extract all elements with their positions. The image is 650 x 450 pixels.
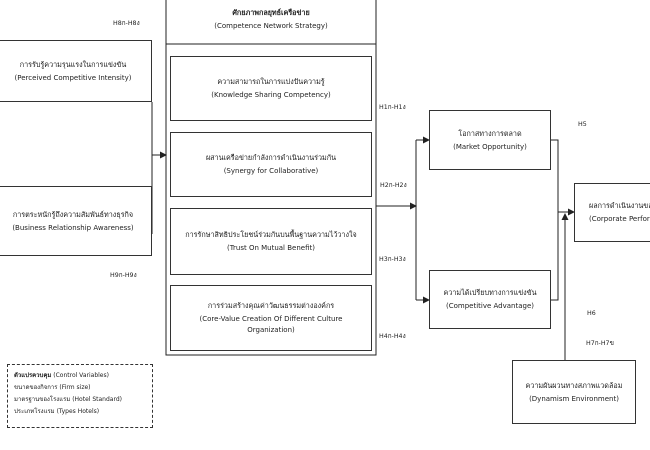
outcome-box-en: (Market Opportunity) (453, 142, 527, 151)
outcome-box-th: ความได้เปรียบทางการแข่งขัน (443, 288, 537, 298)
control-item-th: ประเภทโรงแรม (14, 408, 55, 415)
performance-th: ผลการดำเนินงานขอ (589, 201, 650, 211)
strategy-title-block: ศักยภาพกลยุทธ์เครือข่าย (Competence Netw… (166, 0, 376, 44)
left-box-en: (Perceived Competitive Intensity) (14, 73, 132, 82)
strategy-box-knowledge: ความสามารถในการแบ่งปันความรู้ (Knowledge… (170, 56, 372, 121)
strategy-box-en-line2: Organization) (247, 326, 295, 334)
left-box-en: (Business Relationship Awareness) (12, 223, 134, 232)
strategy-box-en: (Core-Value Creation Of Different Cultur… (199, 315, 343, 324)
hypothesis-label: H7ก-H7ข (586, 340, 614, 347)
strategy-box-en: (Knowledge Sharing Competency) (211, 91, 331, 100)
strategy-title-en: (Competence Network Strategy) (214, 21, 328, 30)
control-item: ประเภทโรงแรม (Types Hotels) (14, 406, 146, 418)
strategy-box-th: ความสามารถในการแบ่งปันความรู้ (217, 77, 325, 87)
hypothesis-label: H4ก-H4ง (379, 333, 406, 340)
hypothesis-label: H8ก-H8ง (113, 20, 140, 27)
control-title-en: (Control Variables) (53, 372, 109, 379)
hypothesis-label: H5 (578, 121, 587, 128)
hypothesis-label: H2ก-H2ง (380, 182, 407, 189)
control-variables-box: ตัวแปรควบคุม (Control Variables) ขนาดของ… (7, 364, 153, 428)
control-item-en: (Firm size) (59, 384, 91, 391)
left-box-th: การรับรู้ความรุนแรงในการแข่งขัน (19, 59, 127, 69)
outcome-box-en: (Competitive Advantage) (445, 302, 535, 311)
hypothesis-label: H9ก-H9ง (110, 272, 137, 279)
environment-en: (Dynamism Environment) (529, 394, 619, 403)
strategy-outer-frame (165, 0, 377, 356)
control-item-th: ขนาดของกิจการ (14, 384, 58, 391)
left-box-competitive: การรับรู้ความรุนแรงในการแข่งขัน (Perceiv… (0, 40, 152, 102)
hypothesis-label: H3ก-H3ง (379, 256, 406, 263)
outcome-right-bracket (551, 139, 559, 301)
strategy-box-corevalue: การร่วมสร้างคุณค่าวัฒนธรรมต่างองค์กร (Co… (170, 285, 372, 351)
strategy-title-th: ศักยภาพกลยุทธ์เครือข่าย (232, 7, 310, 17)
strategy-box-en: (Synergy for Collaborative) (223, 167, 319, 176)
strategy-box-trust: การรักษาสิทธิประโยชน์ร่วมกันบนพื้นฐานควา… (170, 208, 372, 275)
control-item-en: (Hotel Standard) (72, 396, 122, 403)
outcome-box-market: โอกาสทางการตลาด (Market Opportunity) (429, 110, 551, 170)
strategy-box-th: ผสานเครือข่ายกำลังการดำเนินงานร่วมกัน (205, 153, 337, 163)
control-item-en: (Types Hotels) (56, 408, 100, 415)
strategy-box-th: การรักษาสิทธิประโยชน์ร่วมกันบนพื้นฐานควา… (185, 230, 357, 240)
strategy-box-en: (Trust On Mutual Benefit) (227, 244, 315, 253)
environment-box: ความผันผวนทางสภาพแวดล้อม (Dynamism Envir… (512, 360, 636, 424)
outcome-box-advantage: ความได้เปรียบทางการแข่งขัน (Competitive … (429, 270, 551, 329)
hypothesis-label: H1ก-H1ง (379, 104, 406, 111)
strategy-box-th: การร่วมสร้างคุณค่าวัฒนธรรมต่างองค์กร (207, 301, 335, 311)
control-title-th: ตัวแปรควบคุม (14, 372, 52, 379)
control-item: ขนาดของกิจการ (Firm size) (14, 382, 146, 394)
control-item: มาตรฐานของโรงแรม (Hotel Standard) (14, 394, 146, 406)
left-box-relationship: การตระหนักรู้ถึงความสัมพันธ์ทางธุรกิจ (B… (0, 186, 152, 256)
outcome-box-th: โอกาสทางการตลาด (458, 128, 522, 138)
performance-en: (Corporate Perform (589, 215, 650, 224)
performance-box: ผลการดำเนินงานขอ (Corporate Perform (574, 183, 650, 242)
control-item-th: มาตรฐานของโรงแรม (14, 396, 71, 403)
strategy-box-synergy: ผสานเครือข่ายกำลังการดำเนินงานร่วมกัน (S… (170, 132, 372, 197)
environment-th: ความผันผวนทางสภาพแวดล้อม (525, 380, 623, 390)
left-box-th: การตระหนักรู้ถึงความสัมพันธ์ทางธุรกิจ (12, 209, 134, 219)
hypothesis-label: H6 (587, 310, 596, 317)
control-variables-title: ตัวแปรควบคุม (Control Variables) (14, 370, 146, 382)
